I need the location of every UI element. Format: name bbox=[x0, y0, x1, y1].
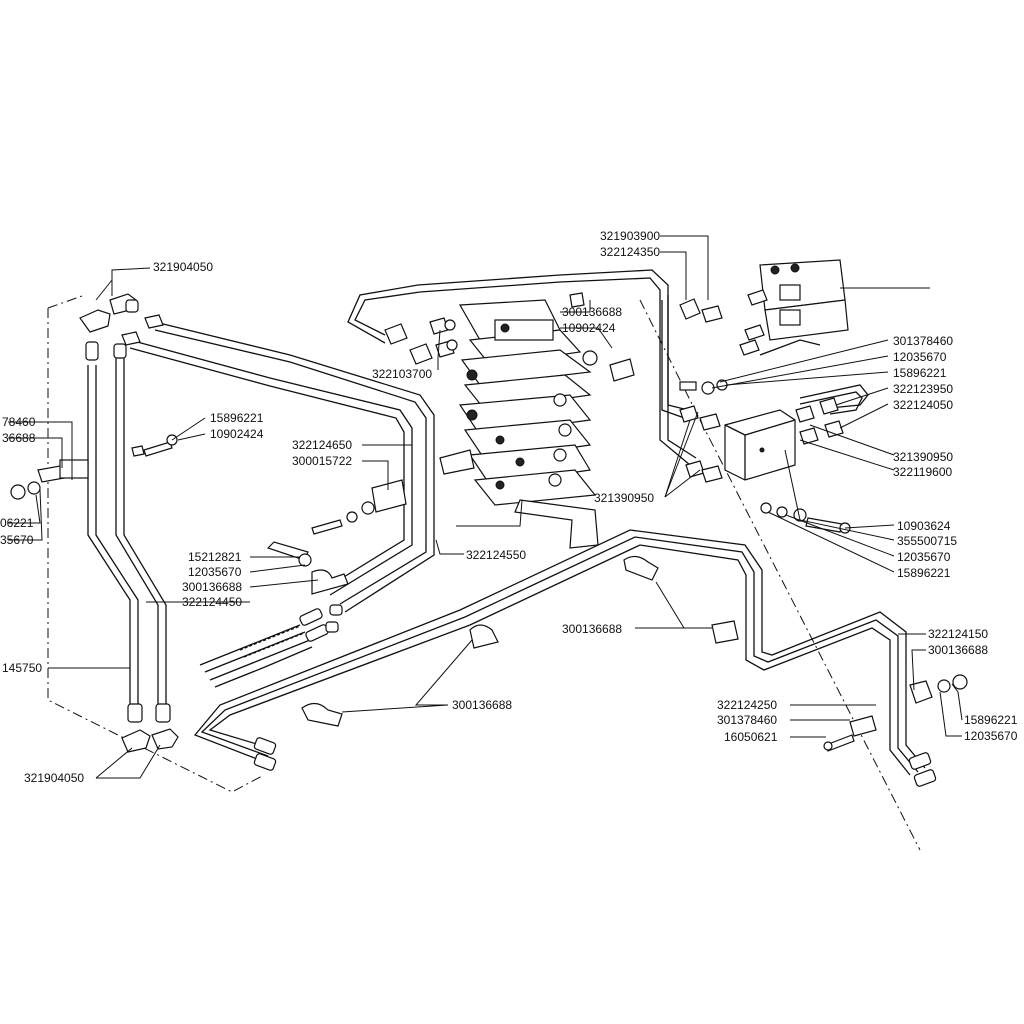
label-321390950-center: 321390950 bbox=[594, 491, 654, 505]
label-322119600: 322119600 bbox=[893, 465, 953, 479]
control-valve-stack bbox=[458, 299, 599, 549]
label-322124350: 322124350 bbox=[600, 245, 660, 259]
label-322124250: 322124250 bbox=[717, 698, 777, 712]
label-300136688-valve: 300136688 bbox=[562, 305, 622, 319]
label-300136688-mid: 300136688 bbox=[182, 580, 242, 594]
label-322124650: 322124650 bbox=[292, 438, 352, 452]
label-15896221-left: 15896221 bbox=[210, 411, 264, 425]
label-12035670-right: 12035670 bbox=[964, 729, 1018, 743]
label-12035670-block: 12035670 bbox=[897, 550, 951, 564]
label-321390950-right: 321390950 bbox=[893, 450, 953, 464]
pipe-322124550 bbox=[193, 529, 926, 776]
label-15896221-top: 15896221 bbox=[893, 366, 947, 380]
label-301378460-top: 301378460 bbox=[893, 334, 953, 348]
label-12035670-top: 12035670 bbox=[893, 350, 947, 364]
label-10902424-left: 10902424 bbox=[210, 427, 264, 441]
label-321903900: 321903900 bbox=[600, 229, 660, 243]
pipe-top-loop bbox=[347, 269, 697, 466]
label-15896221-block: 15896221 bbox=[897, 566, 951, 580]
right-control-valve bbox=[739, 259, 849, 356]
label-12035670-mid: 12035670 bbox=[188, 565, 242, 579]
label-322123950: 322123950 bbox=[893, 382, 953, 396]
leader-lines bbox=[8, 235, 963, 779]
label-06221: 06221 bbox=[0, 516, 34, 530]
hoses-left bbox=[199, 624, 313, 688]
label-300136688-right: 300136688 bbox=[928, 643, 988, 657]
label-36688: 36688 bbox=[2, 431, 36, 445]
label-321904050-bottom: 321904050 bbox=[24, 771, 84, 785]
label-10903624: 10903624 bbox=[897, 519, 951, 533]
label-16050621: 16050621 bbox=[724, 730, 778, 744]
label-322124150: 322124150 bbox=[928, 627, 988, 641]
label-78460: 78460 bbox=[2, 415, 36, 429]
label-35670: 35670 bbox=[0, 533, 34, 547]
part-labels: 321904050 321903900 322124350 300136688 … bbox=[0, 229, 1018, 785]
pipe-322124650 bbox=[129, 321, 435, 613]
label-300136688-lower-center: 300136688 bbox=[562, 622, 622, 636]
label-145750: 145750 bbox=[2, 661, 42, 675]
label-321904050-top: 321904050 bbox=[153, 260, 213, 274]
label-322124450: 322124450 bbox=[182, 595, 242, 609]
label-15212821: 15212821 bbox=[188, 550, 242, 564]
distribution-block-322119600 bbox=[724, 409, 796, 481]
label-322103700: 322103700 bbox=[372, 367, 432, 381]
pipe-left-vertical bbox=[87, 355, 167, 705]
label-301378460-bottom: 301378460 bbox=[717, 713, 777, 727]
fittings bbox=[10, 292, 968, 787]
label-10902424-valve: 10902424 bbox=[562, 321, 616, 335]
label-322124550: 322124550 bbox=[466, 548, 526, 562]
label-322124050: 322124050 bbox=[893, 398, 953, 412]
label-15896221-right: 15896221 bbox=[964, 713, 1018, 727]
label-300136688-bottom: 300136688 bbox=[452, 698, 512, 712]
label-355500715: 355500715 bbox=[897, 534, 957, 548]
label-300015722: 300015722 bbox=[292, 454, 352, 468]
